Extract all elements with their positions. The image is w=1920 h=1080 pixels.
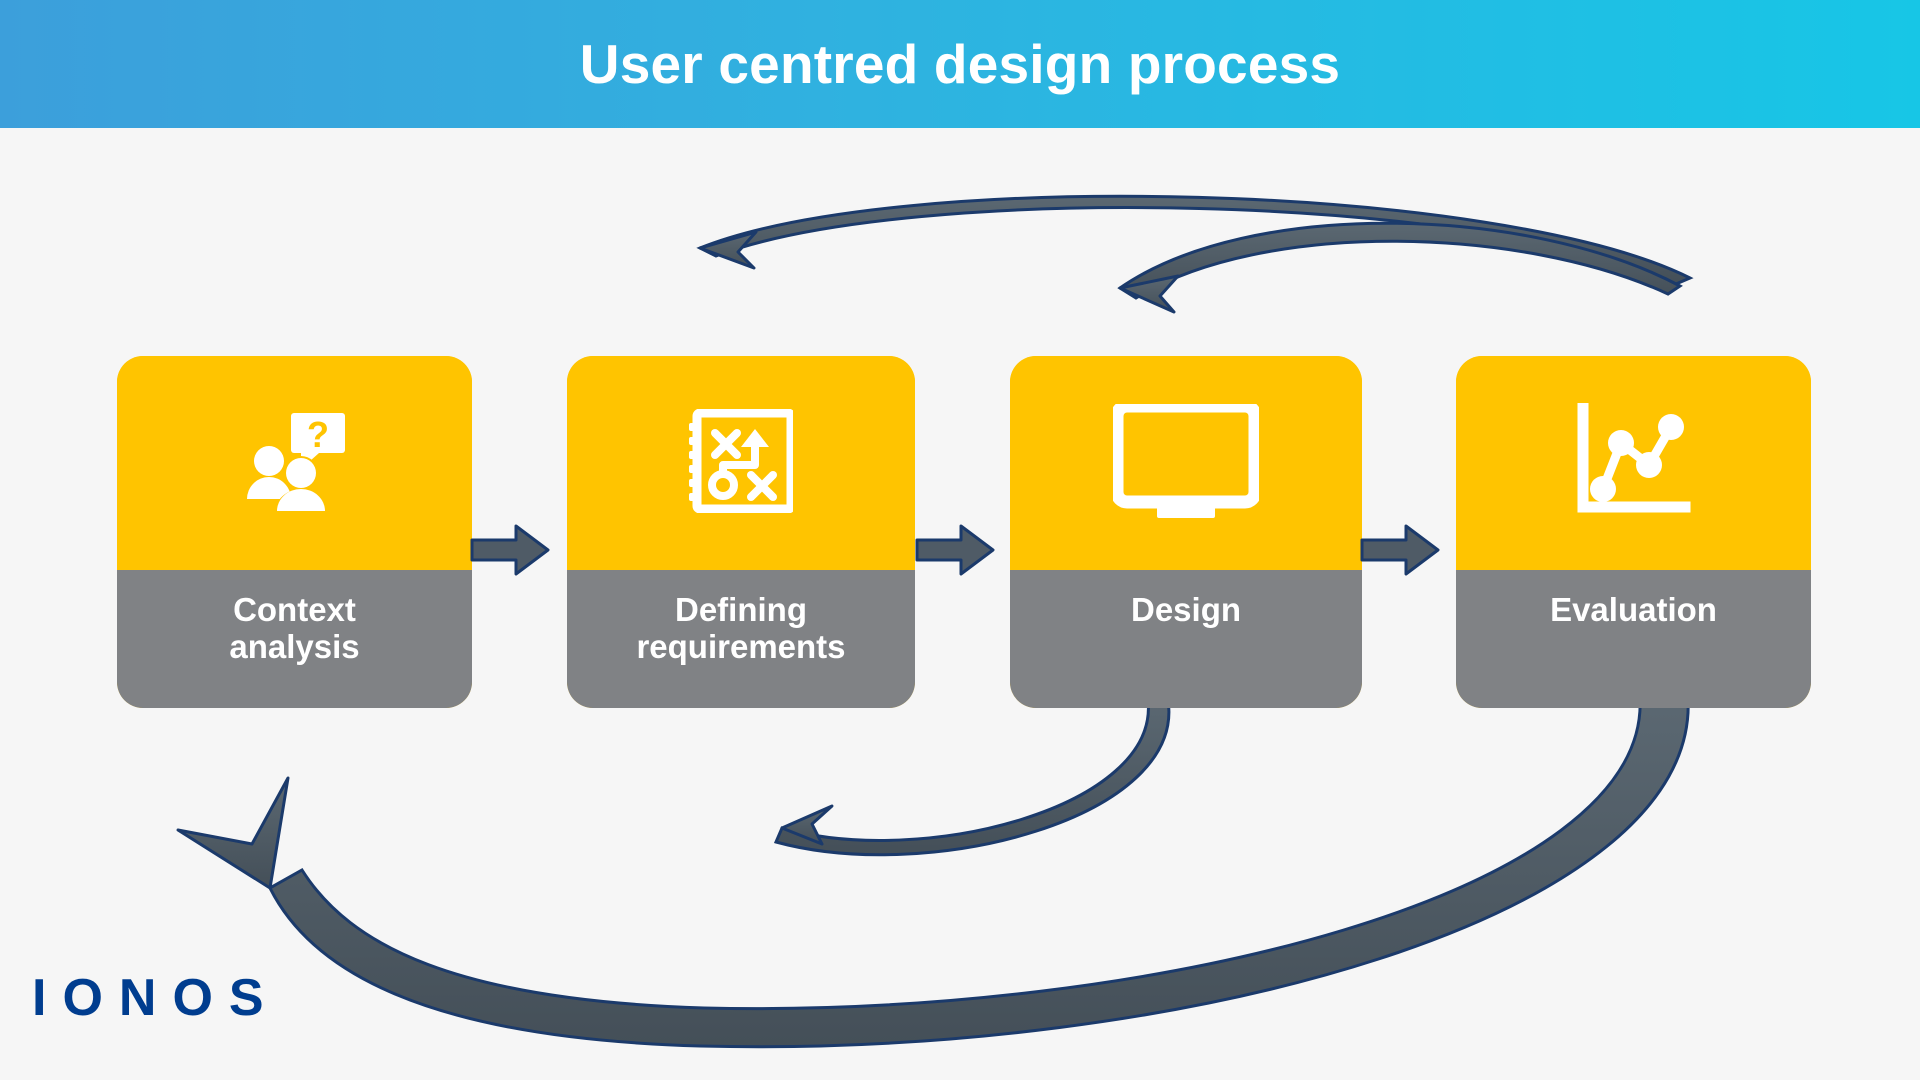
step-label: Design (1130, 591, 1242, 628)
right-arrow-icon-design-to-evaluation (1360, 524, 1440, 576)
ionos-logo: IONOS (32, 969, 280, 1027)
step-label: Context analysis (229, 591, 360, 665)
step-icon-area (1456, 356, 1811, 570)
step-label: Evaluation (1550, 591, 1717, 628)
step-card-defining-requirements[interactable]: Defining requirements (567, 356, 915, 708)
process-diagram: ? Context analysis (0, 128, 1920, 1080)
step-card-context-analysis[interactable]: ? Context analysis (117, 356, 472, 708)
step-label-area: Context analysis (117, 570, 472, 708)
monitor-icon (1110, 399, 1262, 523)
line-chart-icon (1573, 401, 1695, 524)
curved-feedback-arrow-icon-evaluation-to-context (176, 696, 1690, 1049)
curved-feedback-arrow-icon-evaluation-to-requirements (696, 194, 1694, 286)
svg-text:?: ? (307, 414, 329, 455)
strategy-playbook-icon (689, 408, 796, 518)
step-card-evaluation[interactable]: Evaluation (1456, 356, 1811, 708)
step-icon-area (567, 356, 915, 570)
step-icon-area: ? (117, 356, 472, 570)
step-label-area: Defining requirements (567, 570, 915, 708)
right-arrow-icon-requirements-to-design (915, 524, 995, 576)
step-label-area: Design (1010, 570, 1362, 708)
step-label: Defining requirements (636, 591, 846, 665)
right-arrow-icon-context-to-requirements (470, 524, 550, 576)
step-label-area: Evaluation (1456, 570, 1811, 708)
page-title: User centred design process (579, 32, 1341, 95)
curved-feedback-arrow-icon-evaluation-to-design (1117, 221, 1683, 314)
step-card-design[interactable]: Design (1010, 356, 1362, 708)
step-icon-area (1010, 356, 1362, 570)
curved-feedback-arrow-icon-design-to-requirements (773, 698, 1171, 857)
users-question-bubble-icon: ? (239, 405, 351, 522)
header-bar: User centred design process (0, 0, 1920, 128)
